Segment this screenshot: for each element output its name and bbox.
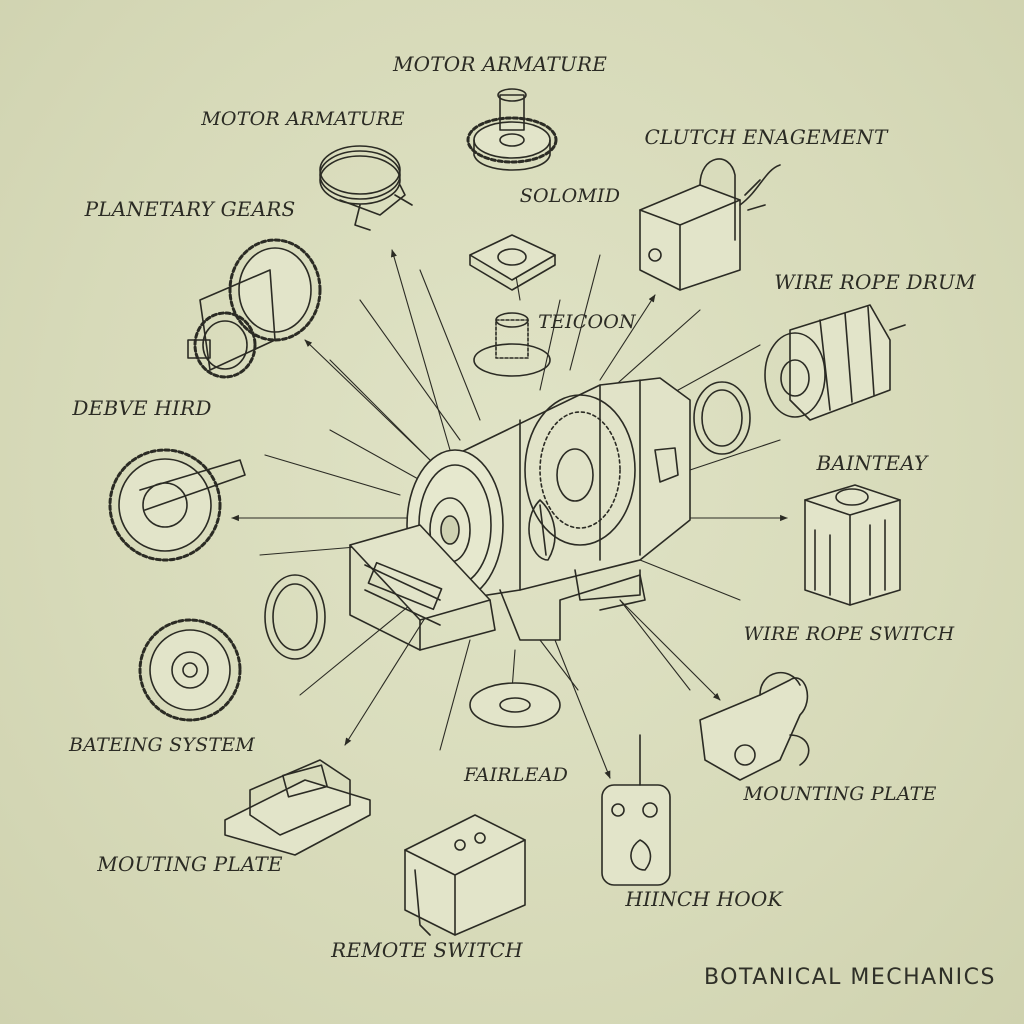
label-fairlead: FAIRLEAD [463, 764, 569, 786]
remote-switch-part [404, 814, 526, 936]
motor-armature-top-part [466, 88, 558, 171]
label-mounting-plate-right: MOUNTING PLATE [743, 783, 937, 805]
label-wire-rope-switch: WIRE ROPE SWITCH [743, 623, 955, 645]
label-bateing-system: BATEING SYSTEM [69, 734, 255, 756]
label-hiinch-hook: HIINCH HOOK [625, 887, 783, 911]
ring-left [264, 574, 326, 660]
mounting-plate-right-part [699, 671, 810, 781]
label-planetary-gears: PLANETARY GEARS [84, 197, 296, 221]
solenoid-plate [469, 234, 556, 291]
clutch-engagement-part [639, 158, 781, 291]
planetary-gears-part [187, 238, 322, 379]
label-debve-hird: DEBVE HIRD [72, 396, 212, 420]
central-winch-assembly [349, 377, 691, 651]
label-mouting-plate-left: MOUTING PLATE [97, 852, 283, 876]
bateing-system-part [138, 618, 242, 722]
label-wire-rope-drum: WIRE ROPE DRUM [774, 270, 976, 294]
bainteay-part [804, 484, 901, 606]
fairlead-washer [469, 682, 561, 728]
hiinch-hook-part [601, 734, 671, 886]
label-motor-armature-left: MOTOR ARMATURE [201, 108, 405, 130]
teicoon-part [473, 312, 551, 377]
wire-rope-drum-part [764, 304, 906, 421]
label-solenoid: SOLOMID [519, 185, 621, 207]
brand-wordmark: BOTANICAL MECHANICS [703, 965, 996, 990]
label-remote-switch: REMOTE SWITCH [331, 938, 523, 962]
motor-armature-left-part [319, 145, 413, 231]
mouting-plate-left-part [224, 759, 371, 856]
label-motor-armature-top: MOTOR ARMATURE [392, 52, 608, 76]
label-bainteay: BAINTEAY [816, 451, 928, 475]
label-clutch-engagement: CLUTCH ENAGEMENT [644, 125, 888, 149]
debve-hird-part [108, 448, 246, 562]
label-teicoon: TEICOON [538, 311, 636, 333]
ring-right [693, 381, 751, 455]
